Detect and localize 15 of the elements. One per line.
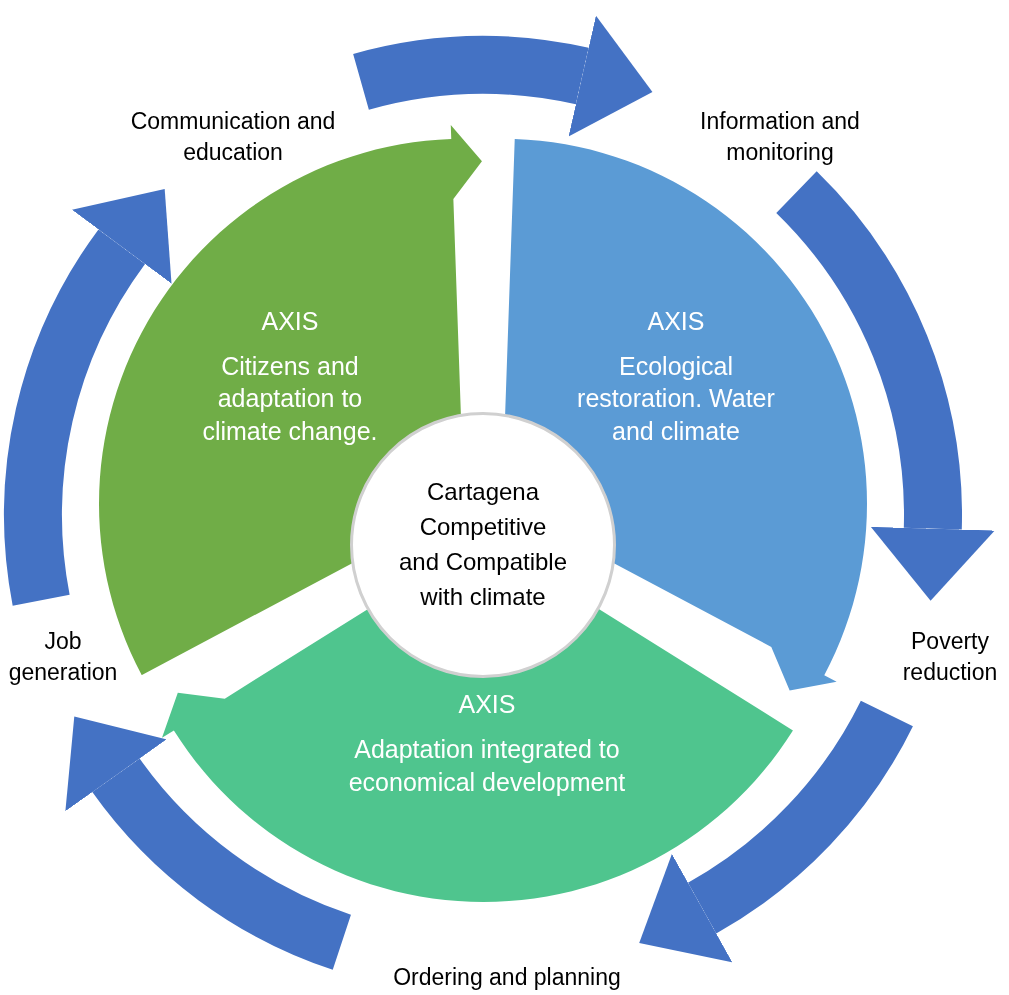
cycle-label: Communication and education [129, 107, 337, 168]
segment-heading: AXIS [457, 689, 517, 720]
cycle-arrow [67, 719, 353, 970]
segment-heading: AXIS [646, 306, 706, 337]
cycle-label: Poverty reduction [901, 627, 999, 688]
segment-heading: AXIS [260, 306, 320, 337]
cycle-arrow [4, 186, 174, 605]
center-text: Cartagena Competitive and Compatible with climate [398, 477, 568, 612]
cycle-label: Job generation [7, 627, 119, 688]
cycle-arrow [354, 14, 654, 138]
segment-text: Adaptation integrated to economical development [347, 734, 627, 798]
cycle-label: Ordering and planning [392, 962, 622, 992]
cycle-label: Information and monitoring [699, 107, 861, 168]
segment-text: Ecological restoration. Water and climate [576, 351, 776, 447]
segment-text: Citizens and adaptation to climate change. [201, 351, 379, 447]
